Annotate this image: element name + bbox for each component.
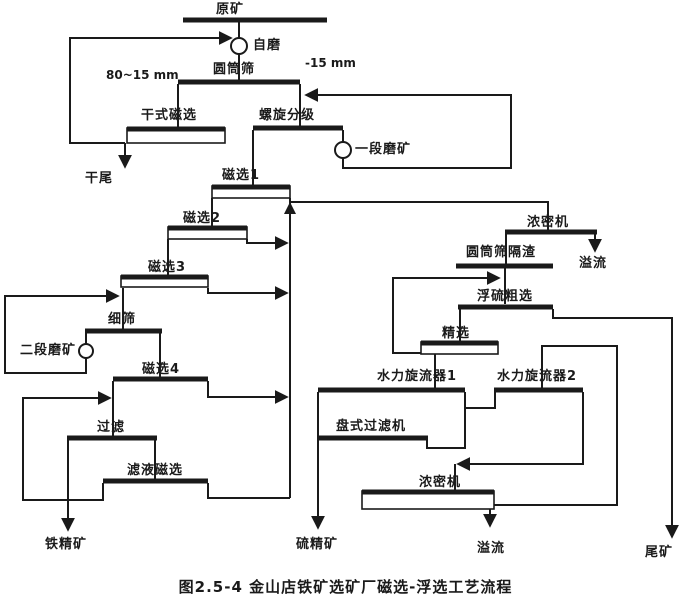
label-mag-sep-1: 磁选1 [222, 168, 261, 183]
label-mag-sep-4: 磁选4 [142, 362, 181, 377]
label-size-coarse: 80~15 mm [106, 68, 179, 82]
label-iron-concentrate: 铁精矿 [45, 537, 88, 552]
label-stage2-grinding: 二段磨矿 [20, 343, 77, 358]
stage1-grinding-circle [334, 141, 352, 159]
label-size-fine: -15 mm [305, 56, 356, 70]
label-overflow-top: 溢流 [579, 256, 608, 271]
label-disc-filter: 盘式过滤机 [336, 419, 407, 434]
label-fine-screen: 细筛 [108, 312, 137, 327]
label-thickener-bottom: 浓密机 [419, 475, 462, 490]
label-spiral-classifier: 螺旋分级 [259, 108, 316, 123]
label-deslag-screen: 圆筒筛隔渣 [466, 245, 537, 260]
figure-caption: 图2.5-4 金山店铁矿选矿厂磁选-浮选工艺流程 [178, 578, 513, 596]
label-hydrocyclone-1: 水力旋流器1 [377, 369, 458, 384]
label-filtrate-mag-sep: 滤液磁选 [127, 463, 184, 478]
label-drum-screen: 圆筒筛 [213, 62, 256, 77]
label-thickener-top: 浓密机 [527, 215, 570, 230]
label-tailings: 尾矿 [645, 545, 674, 560]
label-sulfur-rougher: 浮硫粗选 [477, 289, 534, 304]
label-stage1-grinding: 一段磨矿 [355, 142, 412, 157]
label-cleaner: 精选 [442, 326, 471, 341]
up-arrow [284, 202, 296, 214]
autogenous-mill-circle [230, 37, 248, 55]
label-autogenous-mill: 自磨 [253, 38, 282, 53]
label-sulfur-concentrate: 硫精矿 [296, 537, 339, 552]
label-mag-sep-3: 磁选3 [148, 260, 187, 275]
label-filter: 过滤 [97, 420, 126, 435]
process-units [67, 17, 597, 510]
label-overflow-bottom: 溢流 [477, 541, 506, 556]
label-dry-tailings: 干尾 [85, 171, 114, 186]
label-mag-sep-2: 磁选2 [183, 211, 222, 226]
stage2-grinding-circle [78, 343, 94, 359]
label-hydrocyclone-2: 水力旋流器2 [497, 369, 578, 384]
flow-lines [4, 20, 679, 539]
label-dry-mag-sep: 干式磁选 [141, 108, 198, 123]
label-raw-ore: 原矿 [216, 2, 245, 17]
